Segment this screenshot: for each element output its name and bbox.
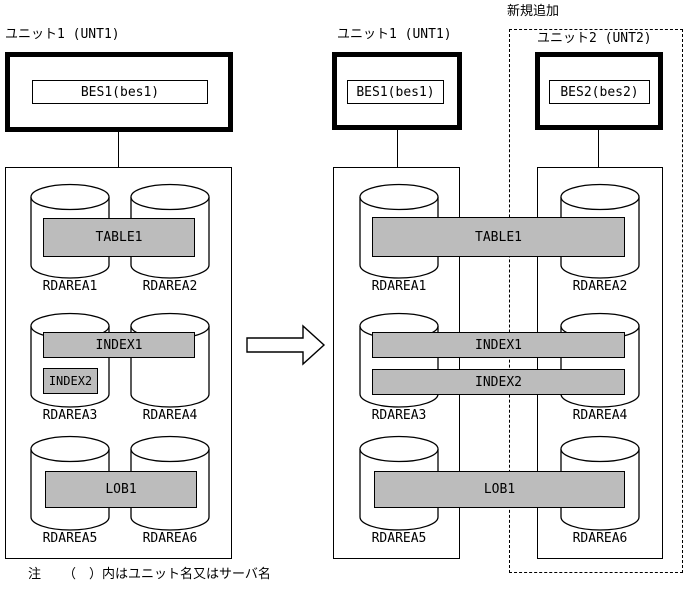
after-table1-bar: TABLE1 (372, 217, 625, 257)
after-unit1-data-box (333, 167, 460, 559)
footnote-text: （ ）内はユニット名又はサーバ名 (63, 567, 271, 582)
after-unit1-label: ユニット1 (UNT1) (337, 27, 452, 42)
after-unit2-data-box (537, 167, 663, 559)
before-data-box (5, 167, 232, 559)
cylinder-before-rdarea4 (130, 312, 210, 408)
before-index2-bar: INDEX2 (43, 368, 98, 394)
before-bes1-box: BES1(bes1) (32, 80, 208, 104)
after-rdarea2-label: RDAREA2 (572, 279, 628, 294)
after-index1-label: INDEX1 (475, 337, 522, 353)
after-bes1-label: BES1(bes1) (356, 84, 435, 100)
after-lob1-bar: LOB1 (374, 471, 625, 508)
after-rdarea3-label: RDAREA3 (371, 408, 427, 423)
before-rdarea1-label: RDAREA1 (42, 279, 98, 294)
after-index1-bar: INDEX1 (372, 332, 625, 358)
before-table1-label: TABLE1 (95, 230, 143, 245)
footnote-prefix: 注 (28, 567, 42, 582)
after-bes2-box: BES2(bes2) (549, 80, 650, 104)
after-table1-label: TABLE1 (475, 229, 522, 245)
before-index2-label: INDEX2 (48, 374, 93, 388)
after-index2-bar: INDEX2 (372, 369, 625, 395)
before-rdarea5-label: RDAREA5 (42, 531, 98, 546)
after-bes2-label: BES2(bes2) (560, 84, 639, 100)
after-unit2-dashed-box (509, 29, 683, 573)
after-rdarea1-label: RDAREA1 (371, 279, 427, 294)
before-lob1-bar: LOB1 (45, 471, 197, 508)
after-lob1-label: LOB1 (483, 482, 516, 497)
before-index1-label: INDEX1 (95, 337, 143, 353)
transition-arrow-icon (246, 324, 326, 366)
before-rdarea3-label: RDAREA3 (42, 408, 98, 423)
before-connector-line (118, 104, 119, 167)
after-rdarea6-label: RDAREA6 (572, 531, 628, 546)
before-rdarea4-label: RDAREA4 (142, 408, 198, 423)
after-rdarea4-label: RDAREA4 (572, 408, 628, 423)
before-lob1-label: LOB1 (105, 482, 137, 497)
footnote: 注 （ ）内はユニット名又はサーバ名 (28, 563, 271, 582)
before-bes1-label: BES1(bes1) (80, 84, 160, 100)
before-unit1-label: ユニット1 (UNT1) (5, 27, 120, 42)
after-new-unit-label: 新規追加 (507, 4, 560, 19)
after-unit2-connector-line (598, 104, 599, 167)
after-bes1-box: BES1(bes1) (347, 80, 444, 104)
after-rdarea5-label: RDAREA5 (371, 531, 427, 546)
after-index2-label: INDEX2 (475, 374, 522, 390)
before-rdarea2-label: RDAREA2 (142, 279, 198, 294)
before-table1-bar: TABLE1 (43, 218, 195, 257)
after-unit1-connector-line (397, 104, 398, 167)
after-unit2-label: ユニット2 (UNT2) (537, 31, 652, 46)
before-index1-bar: INDEX1 (43, 332, 195, 358)
before-rdarea6-label: RDAREA6 (142, 531, 198, 546)
